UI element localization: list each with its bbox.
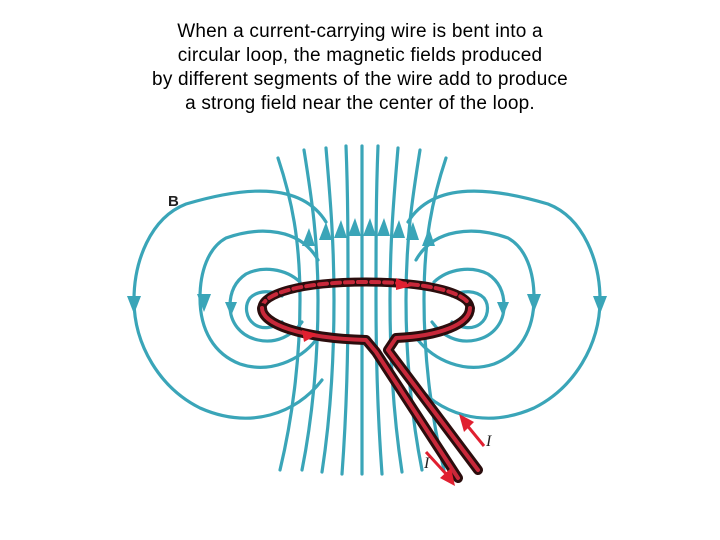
current-arrow-loop-back (396, 278, 412, 290)
current-arrow-loop-front (302, 330, 318, 342)
field-line-center-6 (374, 144, 384, 476)
current-label-out: I (423, 455, 430, 472)
current-arrow-out-shaft (424, 450, 450, 478)
field-line-center-9 (422, 156, 448, 472)
current-arrow-out-head (440, 468, 455, 486)
field-arrow-down-left-middle (197, 294, 211, 312)
field-line-left-small (244, 290, 284, 330)
field-arrow-up-9 (422, 228, 435, 246)
wire-loop-back (257, 277, 475, 313)
field-arrow-up-2 (319, 222, 332, 240)
diagram-caption: When a current-carrying wire is bent int… (40, 20, 680, 116)
current-loop-wire (257, 277, 483, 483)
field-arrow-up-4 (348, 218, 361, 236)
field-line-center-1 (276, 156, 302, 472)
caption-line-3: by different segments of the wire add to… (152, 69, 568, 90)
field-arrow-down-left-inner (225, 302, 237, 316)
field-arrow-up-8 (406, 222, 419, 240)
field-line-center-7 (388, 146, 404, 474)
field-arrow-up-1 (302, 228, 315, 246)
caption-line-2: circular loop, the magnetic fields produ… (177, 45, 543, 66)
field-label-b: B (168, 193, 179, 210)
field-arrow-down-right-outer (593, 296, 607, 314)
caption-line-4: a strong field near the center of the lo… (185, 93, 535, 114)
current-arrow-in-shaft (464, 423, 486, 447)
field-arrows (127, 218, 607, 316)
caption-line-1: When a current-carrying wire is bent int… (177, 21, 543, 42)
field-line-center-4 (340, 144, 350, 476)
field-line-right-small (450, 290, 490, 330)
field-arrow-up-7 (392, 220, 405, 238)
field-arrow-up-5 (363, 218, 376, 236)
current-label-in: I (485, 433, 492, 450)
field-arrow-down-left-outer (127, 296, 141, 314)
current-arrow-in-head (459, 414, 474, 432)
field-arrow-up-3 (334, 220, 347, 238)
field-line-right-middle (414, 229, 536, 369)
field-line-center-3 (320, 146, 336, 474)
field-arrow-down-right-inner (497, 302, 509, 316)
field-arrow-up-6 (377, 218, 390, 236)
field-line-center-2 (300, 148, 320, 472)
field-arrow-down-right-middle (527, 294, 541, 312)
field-line-center-8 (404, 148, 424, 472)
current-arrows (302, 278, 486, 486)
